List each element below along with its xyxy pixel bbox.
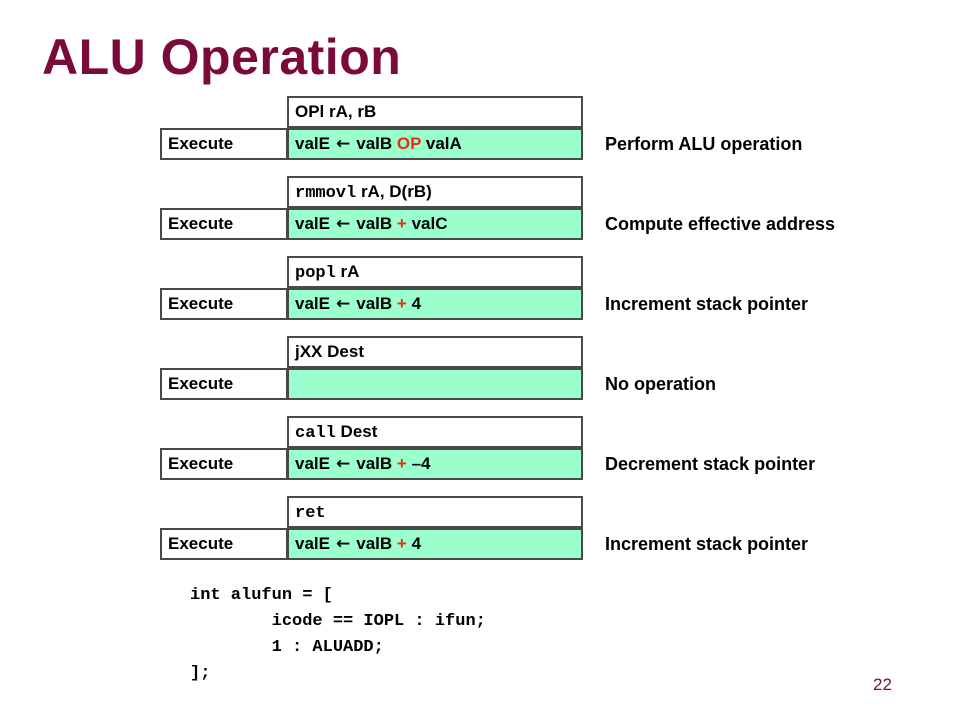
- row-description: Increment stack pointer: [605, 294, 809, 314]
- stage-label: Execute: [160, 448, 288, 480]
- code-line: ];: [190, 664, 211, 683]
- alu-row-rmmovl: rmmovl rA, D(rB) Execute valE ← valB + val…: [0, 176, 958, 260]
- exec-rhs2: –4: [411, 454, 431, 473]
- alu-row-jxx: jXX Dest Execute No operation: [0, 336, 958, 420]
- alu-row-opl: OPl rA, rB Execute valE ← valB OP valA Per…: [0, 96, 958, 180]
- left-arrow-icon: ←: [335, 454, 351, 474]
- exec-rhs1: valB: [356, 134, 393, 153]
- exec-lhs: valE: [295, 454, 330, 473]
- stage-label: Execute: [160, 128, 288, 160]
- row-description: No operation: [605, 374, 716, 394]
- row-description: Decrement stack pointer: [605, 454, 816, 474]
- instruction-op: ret: [295, 504, 326, 523]
- execute-box: valE ← valB + valC: [287, 208, 583, 240]
- instruction-box: call Dest: [287, 416, 583, 448]
- execute-box-empty: [287, 368, 583, 400]
- slide-title: ALU Operation: [42, 29, 402, 85]
- instruction-operands: rA: [335, 262, 360, 281]
- exec-lhs: valE: [295, 294, 330, 313]
- alu-row-popl: popl rA Execute valE ← valB + 4 Increment …: [0, 256, 958, 340]
- exec-rhs1: valB: [356, 294, 393, 313]
- instruction-op: rmmovl: [295, 184, 357, 203]
- instruction-operands: Dest: [322, 342, 364, 361]
- instruction-operands: Dest: [335, 422, 378, 441]
- left-arrow-icon: ←: [335, 214, 351, 234]
- exec-rhs1: valB: [356, 454, 393, 473]
- stage-label: Execute: [160, 288, 288, 320]
- code-line: 1 : ALUADD;: [190, 638, 384, 657]
- left-arrow-icon: ←: [335, 134, 351, 154]
- stage-label: Execute: [160, 528, 288, 560]
- exec-operator: +: [396, 454, 407, 473]
- alu-row-ret: ret Execute valE ← valB + 4 Increment stac…: [0, 496, 958, 580]
- exec-rhs1: valB: [356, 534, 393, 553]
- instruction-op: OPl: [295, 102, 325, 121]
- instruction-op: call: [295, 424, 336, 443]
- exec-operator: OP: [396, 134, 422, 153]
- exec-rhs1: valB: [356, 214, 393, 233]
- exec-rhs2: valA: [425, 134, 462, 153]
- instruction-op: popl: [295, 264, 336, 283]
- row-description: Compute effective address: [605, 214, 836, 234]
- exec-lhs: valE: [295, 214, 330, 233]
- execute-box: valE ← valB OP valA: [287, 128, 583, 160]
- row-description: Increment stack pointer: [605, 534, 809, 554]
- left-arrow-icon: ←: [335, 294, 351, 314]
- execute-box: valE ← valB + 4: [287, 288, 583, 320]
- execute-box: valE ← valB + 4: [287, 528, 583, 560]
- exec-rhs2: valC: [411, 214, 448, 233]
- instruction-box: rmmovl rA, D(rB): [287, 176, 583, 208]
- row-description: Perform ALU operation: [605, 134, 803, 154]
- exec-operator: +: [396, 534, 407, 553]
- instruction-operands: rA, D(rB): [356, 182, 432, 201]
- code-line: int alufun = [: [190, 586, 333, 605]
- exec-operator: +: [396, 294, 407, 313]
- instruction-operands: rA, rB: [324, 102, 377, 121]
- instruction-box: OPl rA, rB: [287, 96, 583, 128]
- exec-lhs: valE: [295, 134, 330, 153]
- code-line: icode == IOPL : ifun;: [190, 612, 486, 631]
- stage-label: Execute: [160, 208, 288, 240]
- exec-lhs: valE: [295, 534, 330, 553]
- stage-label: Execute: [160, 368, 288, 400]
- instruction-box: jXX Dest: [287, 336, 583, 368]
- exec-rhs2: 4: [411, 294, 422, 313]
- page-number: 22: [873, 675, 892, 694]
- exec-rhs2: 4: [411, 534, 422, 553]
- execute-box: valE ← valB + –4: [287, 448, 583, 480]
- instruction-box: ret: [287, 496, 583, 528]
- hcl-code-block: int alufun = [ icode == IOPL : ifun; 1 :…: [190, 583, 486, 687]
- instruction-op: jXX: [295, 342, 323, 361]
- alu-row-call: call Dest Execute valE ← valB + –4 Decreme…: [0, 416, 958, 500]
- exec-operator: +: [396, 214, 407, 233]
- left-arrow-icon: ←: [335, 534, 351, 554]
- instruction-box: popl rA: [287, 256, 583, 288]
